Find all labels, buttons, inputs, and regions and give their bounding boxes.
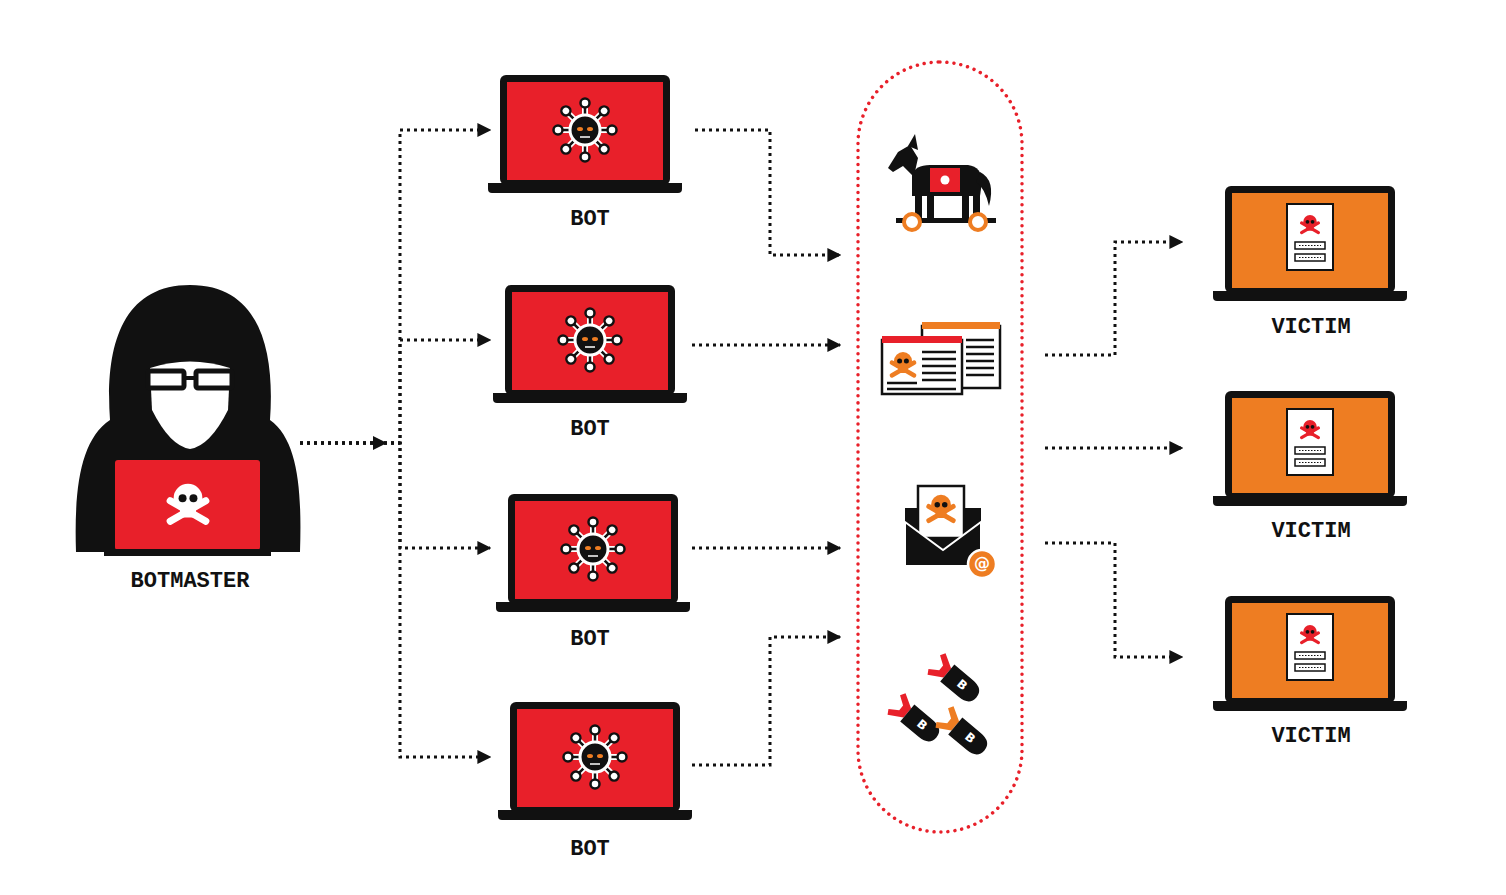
trojan-horse-icon	[976, 172, 991, 206]
bot-laptop	[493, 285, 687, 403]
node-label: BOT	[490, 837, 690, 863]
malicious-webpage-icon	[966, 340, 994, 375]
attack-flow-lines	[692, 344, 840, 347]
bot-laptop	[496, 494, 690, 612]
trojan-horse-icon	[908, 134, 918, 150]
node-caption: BOT	[490, 207, 690, 233]
bomb-icon	[885, 651, 993, 761]
botmaster-figure	[184, 376, 196, 380]
phishing-email-icon	[968, 550, 996, 578]
botmaster-figure	[196, 371, 232, 388]
node-caption: BOT	[490, 627, 690, 653]
botmaster-figure	[115, 460, 260, 550]
node-caption: VICTIM	[1212, 519, 1410, 545]
node-caption: BOTMASTER	[80, 569, 300, 595]
trojan-horse-icon	[888, 134, 996, 230]
phishing-email-icon	[905, 486, 996, 578]
trojan-horse-icon	[927, 192, 934, 219]
attack-flow-lines	[1045, 242, 1182, 355]
victim-laptop	[1213, 391, 1407, 506]
computer-node: BOT	[490, 281, 690, 443]
trojan-horse-icon	[912, 165, 982, 196]
computer-node: BOT	[490, 71, 690, 233]
node-caption: VICTIM	[1212, 315, 1410, 341]
malicious-webpage-icon	[882, 322, 1000, 394]
botmaster-figure	[104, 549, 271, 556]
node-label: BOT	[490, 627, 690, 653]
bomb-letter: B	[963, 730, 978, 745]
malicious-webpage-icon	[887, 352, 956, 389]
bomb-icon	[885, 691, 945, 748]
malicious-webpage-icon	[889, 352, 917, 378]
attacker-node: BOTMASTER	[80, 283, 300, 595]
node-caption: VICTIM	[1212, 724, 1410, 750]
computer-node: BOT	[490, 491, 690, 653]
node-label: BOT	[490, 207, 690, 233]
computer-node: VICTIM	[1212, 387, 1410, 545]
bomb-letter: B	[955, 677, 970, 692]
attack-flow-lines	[695, 130, 840, 255]
bomb-letter: B	[915, 717, 930, 732]
command-connector	[300, 443, 490, 548]
malicious-webpage-icon	[882, 340, 962, 394]
phishing-email-icon	[926, 495, 957, 524]
botmaster-figure	[76, 285, 301, 556]
botmaster-figure	[76, 285, 301, 552]
attack-group-outline	[858, 62, 1022, 832]
trojan-horse-icon	[904, 214, 920, 230]
phishing-email-icon	[918, 486, 964, 538]
command-connector	[300, 443, 490, 757]
bomb-icon	[925, 651, 985, 708]
node-label: VICTIM	[1212, 724, 1410, 750]
bomb-icon	[933, 704, 993, 761]
victim-laptop	[1213, 596, 1407, 711]
node-label: VICTIM	[1212, 519, 1410, 545]
node-label: VICTIM	[1212, 315, 1410, 341]
attack-flow-lines	[1045, 447, 1182, 450]
trojan-horse-icon	[888, 145, 918, 185]
node-label: BOTMASTER	[80, 569, 300, 595]
victim-laptop	[1213, 186, 1407, 301]
malicious-webpage-icon	[882, 336, 962, 343]
computer-node: VICTIM	[1212, 592, 1410, 750]
bot-laptop	[488, 75, 682, 193]
attack-flow-lines	[1045, 543, 1182, 657]
command-connector	[300, 130, 490, 443]
attack-flow-lines	[692, 130, 1182, 765]
trojan-horse-icon	[962, 192, 969, 219]
malicious-webpage-icon	[922, 322, 1000, 329]
bot-laptop	[498, 702, 692, 820]
botmaster-figure	[165, 484, 210, 526]
trojan-horse-icon	[930, 168, 960, 192]
email-at-sign: @	[974, 556, 990, 572]
command-connector	[300, 340, 490, 443]
trojan-horse-icon	[941, 176, 950, 185]
computer-node: VICTIM	[1212, 183, 1410, 341]
botmaster-figure	[148, 371, 184, 388]
node-caption: BOT	[490, 417, 690, 443]
trojan-horse-icon	[970, 214, 986, 230]
attack-flow-lines	[692, 547, 840, 550]
attack-flow-lines	[692, 637, 840, 765]
computer-node: BOT	[490, 701, 690, 863]
node-caption: BOT	[490, 837, 690, 863]
node-label: BOT	[490, 417, 690, 443]
